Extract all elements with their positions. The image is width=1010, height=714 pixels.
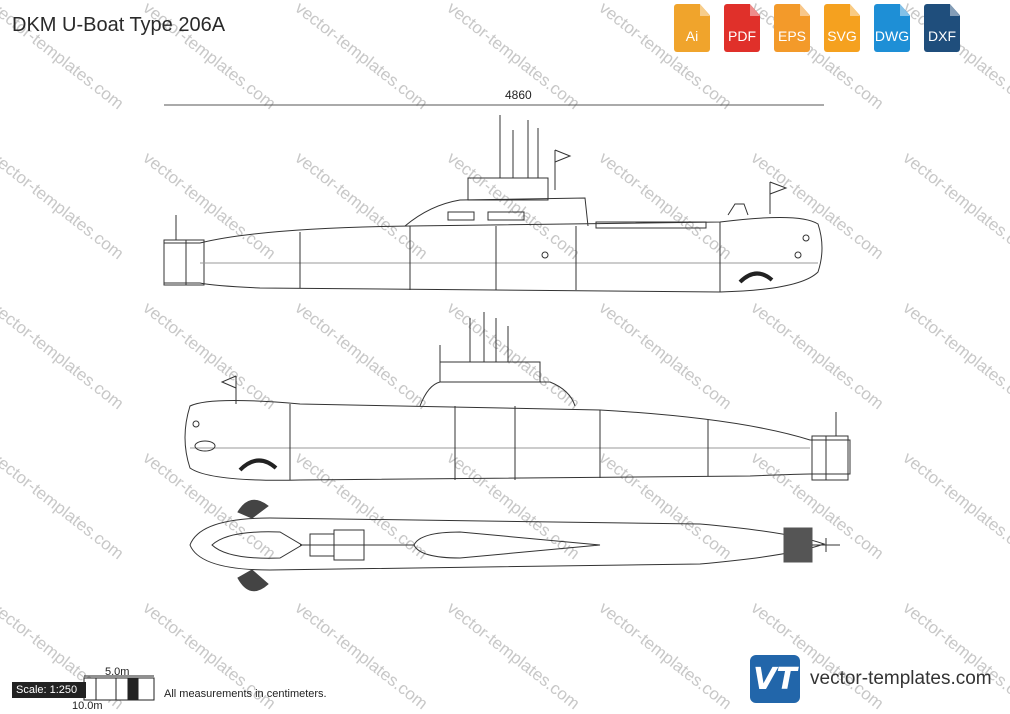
format-label: EPS	[777, 28, 806, 44]
format-dxf-button[interactable]: DXF	[920, 4, 964, 52]
format-downloads: Ai PDF EPS SVG DWG DXF	[670, 4, 964, 52]
format-svg-button[interactable]: SVG	[820, 4, 864, 52]
scale-label: Scale: 1:250	[12, 682, 86, 698]
format-label: DXF	[928, 28, 956, 44]
format-label: DWG	[874, 28, 910, 44]
brand-block[interactable]: VT vector-templates.com	[750, 655, 992, 703]
format-label: Ai	[685, 28, 699, 44]
file-icon	[874, 4, 910, 52]
length-dimension-label: 4860	[505, 88, 532, 102]
side-view-starboard	[163, 115, 823, 293]
scale-mark-5m: 5.0m	[105, 666, 130, 678]
format-label: PDF	[728, 28, 756, 44]
side-view-port	[184, 312, 851, 481]
file-icon	[724, 4, 760, 52]
page-title: DKM U-Boat Type 206A	[12, 14, 226, 36]
conning-tower	[439, 361, 541, 383]
rudder	[811, 435, 849, 481]
file-icon	[774, 4, 810, 52]
scale-mark-10m: 10.0m	[72, 700, 103, 712]
top-view	[189, 499, 840, 592]
rudder	[163, 239, 205, 286]
file-icon	[924, 4, 960, 52]
scale-bar	[83, 675, 155, 701]
format-eps-button[interactable]: EPS	[770, 4, 814, 52]
vt-logo: VT	[750, 655, 800, 703]
format-dwg-button[interactable]: DWG	[870, 4, 914, 52]
website-link[interactable]: vector-templates.com	[810, 668, 992, 689]
measurement-note: All measurements in centimeters.	[164, 688, 327, 700]
format-label: SVG	[827, 28, 857, 44]
format-ai-button[interactable]: Ai	[670, 4, 714, 52]
conning-tower	[467, 177, 549, 201]
file-icon	[674, 4, 710, 52]
format-pdf-button[interactable]: PDF	[720, 4, 764, 52]
file-icon	[824, 4, 860, 52]
